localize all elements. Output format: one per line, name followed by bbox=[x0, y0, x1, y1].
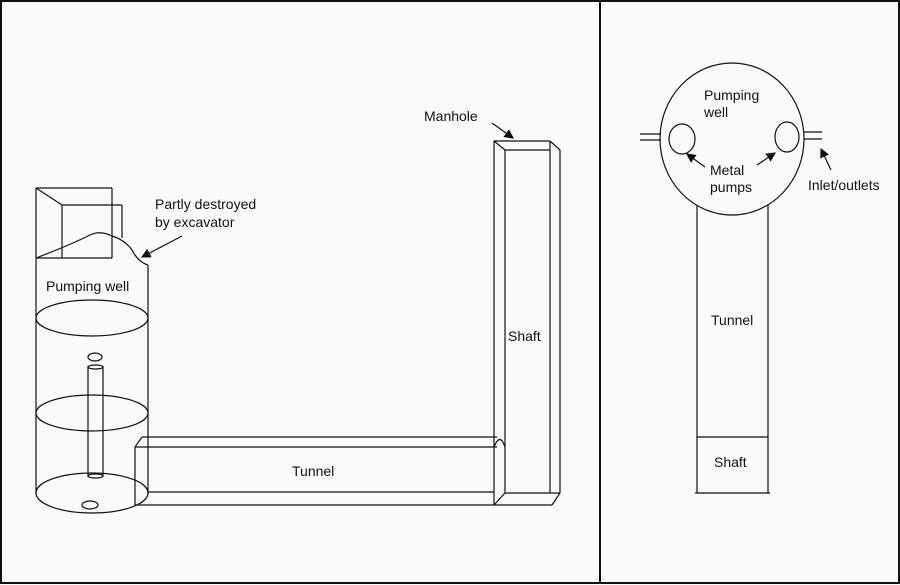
metal-pump-right bbox=[774, 121, 800, 153]
shaft-side bbox=[493, 140, 561, 506]
manhole-arrow bbox=[491, 122, 514, 139]
manhole-label: Manhole bbox=[424, 108, 478, 124]
pumping-well-label: Pumping well bbox=[46, 278, 129, 294]
pump-left-arrow bbox=[686, 153, 706, 168]
shaft-label: Shaft bbox=[508, 328, 541, 344]
plan-tunnel-label: Tunnel bbox=[711, 312, 753, 328]
plan-pumping-well-label-2: well bbox=[703, 104, 728, 120]
metal-pumps-label-2: pumps bbox=[710, 179, 752, 195]
side-view: Manhole Partly destroyed by excavator Pu… bbox=[35, 108, 561, 514]
metal-pump-left bbox=[668, 123, 696, 155]
tunnel-side bbox=[134, 436, 497, 506]
inlet-right bbox=[804, 131, 822, 140]
tunnel-label: Tunnel bbox=[292, 463, 334, 479]
inlet-left bbox=[640, 133, 661, 141]
pump-right-arrow bbox=[756, 152, 776, 166]
partly-destroyed-label: Partly destroyed bbox=[155, 196, 256, 212]
plan-view: Pumping well Metal pumps Inlet/outlets T… bbox=[640, 62, 880, 494]
partly-destroyed-label-2: by excavator bbox=[155, 214, 235, 230]
metal-pumps-label: Metal bbox=[710, 162, 744, 178]
inlet-arrow bbox=[820, 147, 832, 171]
plan-pumping-well-label: Pumping bbox=[704, 87, 759, 103]
pumping-well-cylinder bbox=[35, 187, 149, 514]
destroyed-arrow bbox=[140, 235, 183, 258]
plan-shaft-label: Shaft bbox=[714, 454, 747, 470]
inlet-outlets-label: Inlet/outlets bbox=[808, 177, 880, 193]
